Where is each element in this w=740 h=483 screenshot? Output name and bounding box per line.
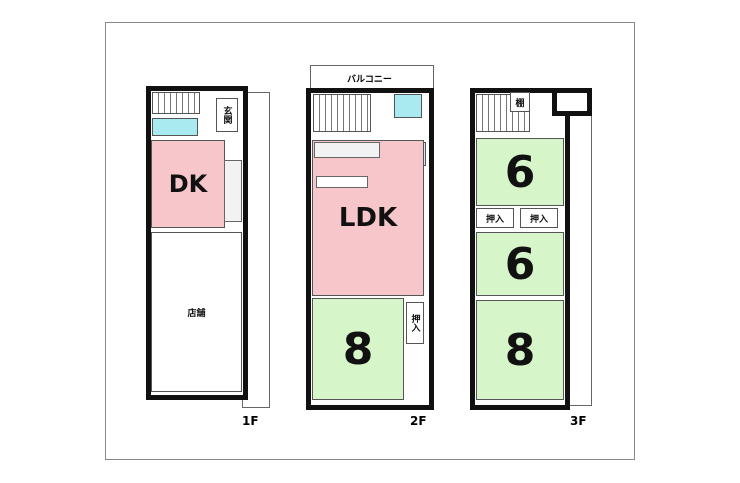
tatami-room-2f: 8 [312, 298, 404, 400]
shop-room: 店舗 [151, 232, 242, 392]
kitchen-island-2f [316, 176, 368, 188]
floor-1f-outline [146, 86, 248, 400]
floor-label-2f: 2F [410, 414, 427, 428]
closet-3f-b: 押入 [520, 208, 558, 228]
stairs-1f [152, 92, 200, 114]
floor-label-3f: 3F [570, 414, 587, 428]
stairs-2f [313, 94, 371, 132]
kitchen-counter-2f [314, 142, 380, 158]
toilet-3f [552, 88, 592, 116]
tatami-room-3f-top: 6 [476, 138, 564, 206]
dk-room: DK [151, 140, 225, 228]
bathroom-2f [394, 94, 422, 118]
balcony-label: バルコニー [347, 75, 392, 85]
corridor-3f [566, 110, 592, 406]
tatami-room-3f-bottom: 8 [476, 300, 564, 400]
bathroom-1f [152, 118, 198, 136]
plan-frame [105, 22, 635, 460]
closet-2f: 押入 [406, 302, 424, 344]
shelf-label: 棚 [510, 92, 530, 112]
closet-3f-a: 押入 [476, 208, 514, 228]
floor-label-1f: 1F [242, 414, 259, 428]
kitchen-counter-1f [224, 160, 242, 222]
entrance-label: 玄関 [216, 98, 238, 132]
tatami-room-3f-mid: 6 [476, 232, 564, 296]
balcony: バルコニー [310, 65, 434, 91]
ldk-room: LDK [312, 140, 424, 296]
